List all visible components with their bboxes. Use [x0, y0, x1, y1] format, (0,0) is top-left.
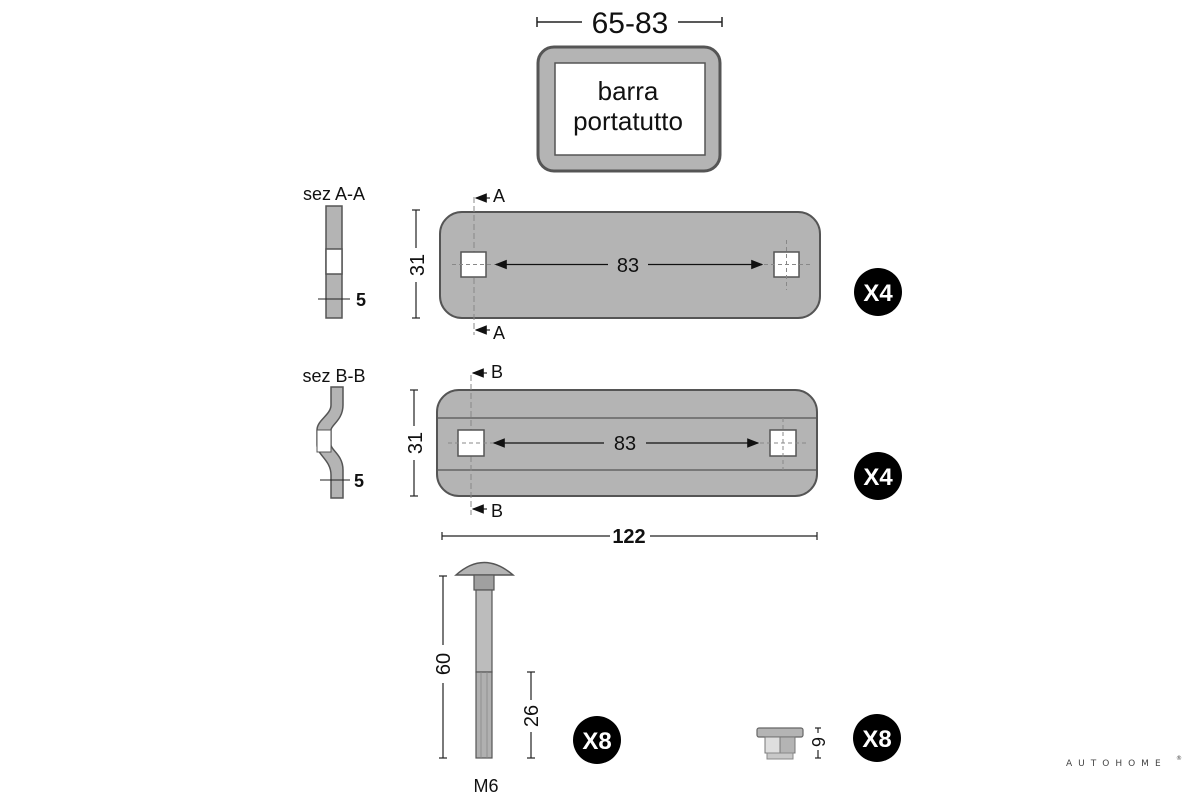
- section-b-title: sez B-B: [302, 366, 365, 386]
- plate-b-spacing-label: 83: [614, 433, 636, 455]
- plate-b-height-label: 31: [405, 432, 427, 454]
- bolt-thread-label: 26: [521, 705, 543, 727]
- plate-b-height-dimension: 31: [405, 389, 427, 497]
- plate-a-height-label: 31: [407, 254, 429, 276]
- section-b-hole: [316, 429, 332, 453]
- plate-b-hole-left: [448, 429, 494, 457]
- brand-logo: AUTOHOME ®: [1066, 755, 1188, 769]
- section-b-mark-top: B: [491, 362, 503, 382]
- plate-a-hole-right: [764, 240, 810, 290]
- plate-a-hole-left: [452, 251, 496, 278]
- bolt-quantity: X8: [582, 728, 611, 755]
- bolt-length-dimension: 60: [433, 575, 455, 759]
- plate-b-hole-spacing: 83: [492, 433, 760, 455]
- bolt-thread-size: M6: [473, 776, 498, 796]
- brand-name: AUTOHOME: [1066, 759, 1167, 769]
- carriage-bolt: 60 26 M6 X8: [433, 561, 621, 796]
- plate-a-quantity-badge: X4: [854, 268, 902, 316]
- bar-label-line2: portatutto: [573, 106, 683, 136]
- bolt-length-label: 60: [433, 653, 455, 675]
- nut-height-dimension: 6: [808, 727, 828, 759]
- brand-registered-mark: ®: [1176, 755, 1188, 762]
- bar-width-label: 65-83: [592, 7, 669, 40]
- section-a-profile: 5: [318, 205, 366, 319]
- section-a-mark-bottom: A: [493, 323, 505, 343]
- overall-length-dimension: 122: [441, 526, 818, 548]
- nut-quantity: X8: [862, 726, 891, 753]
- lock-nut: 6 X8: [756, 714, 901, 762]
- bar-inner-cavity: [554, 62, 706, 156]
- bar-label-line1: barra: [598, 76, 659, 106]
- section-a-mark-top: A: [493, 186, 505, 206]
- section-a-thickness: 5: [356, 290, 366, 310]
- section-b-mark-bottom: B: [491, 501, 503, 521]
- plate-b-group: sez B-B 5 31 B B 83: [302, 362, 902, 521]
- bar-width-dimension: 65-83: [536, 7, 723, 40]
- bolt-head: [454, 561, 516, 576]
- bolt-quantity-badge: X8: [573, 716, 621, 764]
- plate-a-quantity: X4: [863, 280, 893, 307]
- plate-a-hole-spacing: 83: [494, 255, 764, 277]
- section-b-thickness: 5: [354, 471, 364, 491]
- bolt-thread-dimension: 26: [521, 671, 543, 759]
- overall-length-label: 122: [612, 526, 645, 548]
- section-a-title: sez A-A: [303, 184, 365, 204]
- bar-profile: 65-83 barra portatutto: [536, 7, 723, 173]
- plate-a-group: sez A-A 5 31 A A: [303, 184, 902, 343]
- plate-a-spacing-label: 83: [617, 255, 639, 277]
- plate-b-quantity-badge: X4: [854, 452, 902, 500]
- plate-a: [439, 211, 821, 319]
- bolt-shank: [475, 589, 493, 673]
- plate-a-height-dimension: 31: [407, 209, 429, 319]
- plate-b-quantity: X4: [863, 464, 893, 491]
- bolt-thread: [475, 671, 493, 759]
- plate-b-hole-right: [760, 418, 808, 470]
- bolt-square-neck: [473, 574, 495, 591]
- nut-quantity-badge: X8: [853, 714, 901, 762]
- nut-height-label: 6: [808, 737, 828, 747]
